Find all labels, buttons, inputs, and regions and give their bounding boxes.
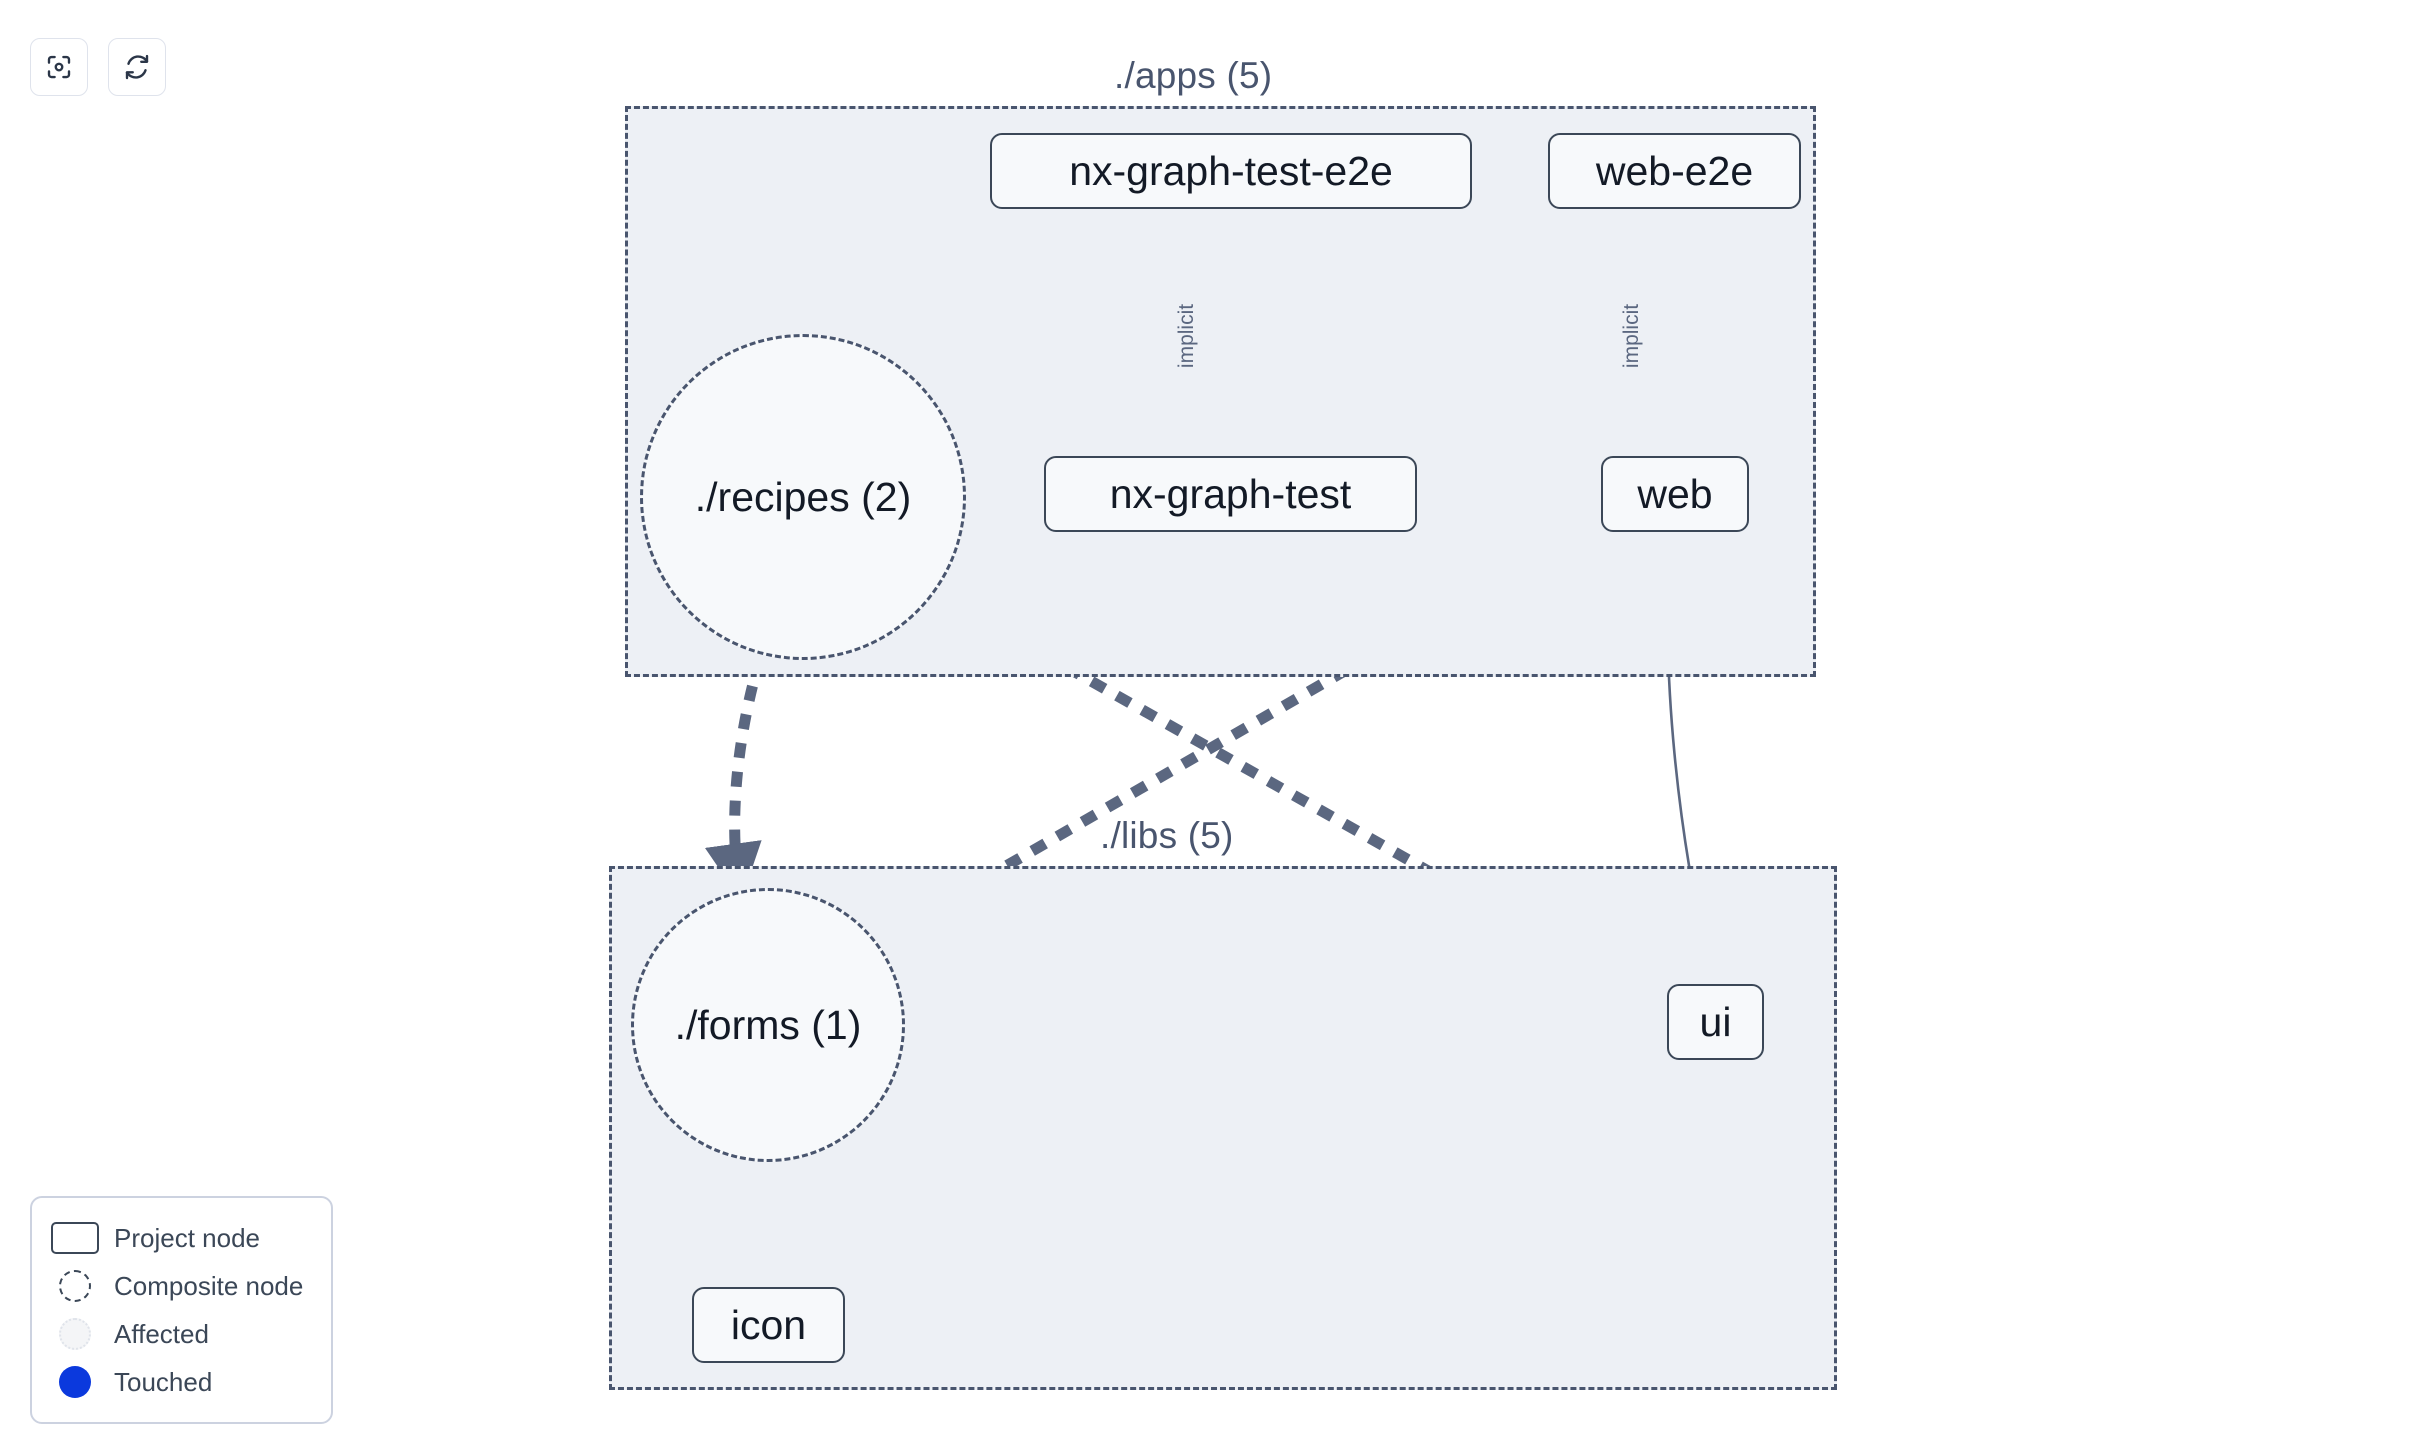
- project-node-ui[interactable]: ui: [1667, 984, 1764, 1060]
- composite-node-label: ./forms (1): [674, 1001, 862, 1048]
- project-node-icon[interactable]: icon: [692, 1287, 845, 1363]
- composite-node-forms[interactable]: ./forms (1): [631, 888, 905, 1162]
- project-node-nx-graph-test[interactable]: nx-graph-test: [1044, 456, 1417, 532]
- touched-swatch-icon: [50, 1365, 100, 1399]
- composite-node-label: ./recipes (2): [694, 473, 912, 520]
- project-node-web[interactable]: web: [1601, 456, 1749, 532]
- project-node-label: web-e2e: [1595, 147, 1754, 194]
- graph-toolbar: [30, 38, 166, 96]
- project-node-label: nx-graph-test: [1109, 470, 1352, 517]
- composite-node-swatch-icon: [50, 1269, 100, 1303]
- graph-legend: Project node Composite node Affected Tou…: [30, 1196, 333, 1424]
- legend-item-composite-node: Composite node: [50, 1262, 313, 1310]
- edge-label-web-e2e-to-web: implicit: [1620, 303, 1643, 369]
- refresh-icon: [122, 52, 152, 82]
- composite-node-recipes[interactable]: ./recipes (2): [640, 334, 966, 660]
- edge-label-nx-graph-test-e2e-to-nx-graph-test: implicit: [1175, 303, 1198, 369]
- legend-item-affected: Affected: [50, 1310, 313, 1358]
- graph-group-label-libs: ./libs (5): [1100, 815, 1234, 856]
- graph-group-label-apps: ./apps (5): [1114, 55, 1273, 96]
- affected-swatch-icon: [50, 1317, 100, 1351]
- project-node-swatch-icon: [50, 1221, 100, 1255]
- project-node-label: nx-graph-test-e2e: [1069, 147, 1393, 194]
- refresh-graph-button[interactable]: [108, 38, 166, 96]
- legend-label: Affected: [114, 1318, 209, 1349]
- legend-label: Project node: [114, 1222, 260, 1253]
- edge-web-to-forms: [875, 520, 1601, 942]
- legend-item-touched: Touched: [50, 1358, 313, 1406]
- project-node-label: icon: [730, 1301, 807, 1348]
- legend-label: Composite node: [114, 1270, 304, 1301]
- focus-target-icon: [44, 52, 74, 82]
- legend-label: Touched: [114, 1366, 213, 1397]
- project-node-label: ui: [1699, 998, 1732, 1045]
- project-node-nx-graph-test-e2e[interactable]: nx-graph-test-e2e: [990, 133, 1472, 209]
- project-node-web-e2e[interactable]: web-e2e: [1548, 133, 1801, 209]
- legend-item-project-node: Project node: [50, 1214, 313, 1262]
- project-node-label: web: [1637, 470, 1713, 517]
- focus-graph-button[interactable]: [30, 38, 88, 96]
- edge-recipes-to-forms: [704, 656, 766, 901]
